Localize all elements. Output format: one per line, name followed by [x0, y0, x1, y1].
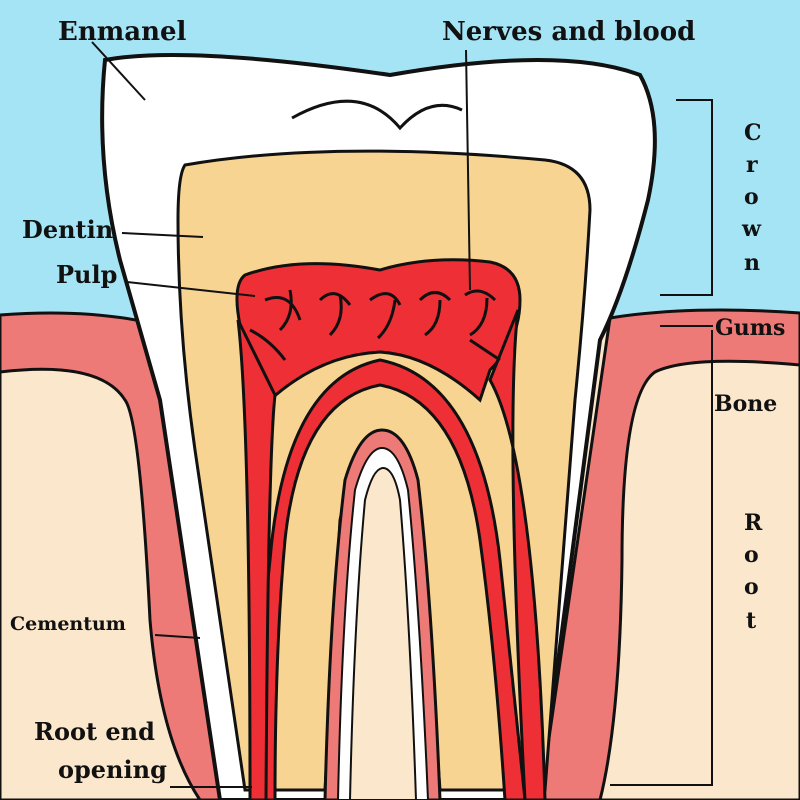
crown-letter: w — [741, 216, 762, 242]
crown-letter: r — [746, 152, 758, 178]
pulp-canal-left — [236, 319, 277, 800]
root-letter: R — [744, 510, 763, 536]
pulp-canal-right — [488, 309, 547, 800]
label-cementum: Cementum — [10, 613, 126, 635]
crown-bracket — [660, 99, 713, 296]
label-bone: Bone — [714, 391, 777, 417]
label-root-end-line1: Root end — [34, 717, 155, 746]
label-root-end-line2: opening — [58, 755, 167, 784]
cementum-leader — [154, 634, 201, 639]
enamel-leader — [91, 41, 146, 101]
root-bracket — [610, 330, 713, 786]
root-letter: o — [744, 574, 759, 600]
gum-left-inner — [0, 367, 202, 800]
root-letter: o — [744, 542, 759, 568]
crown-label: C r o w n — [741, 120, 762, 276]
dentin-leader — [121, 232, 204, 238]
inter-root-bone — [348, 466, 418, 800]
label-nerves-and-blood: Nerves and blood — [442, 17, 695, 47]
pulp-nerves — [249, 289, 501, 362]
label-dentin: Dentin — [22, 215, 113, 244]
crown-letter: o — [744, 184, 759, 210]
gum-right-inner — [598, 359, 800, 800]
root-canal-arch — [253, 358, 527, 800]
root-letter: t — [746, 608, 757, 634]
root-label: R o o t — [744, 510, 763, 634]
crown-letter: n — [744, 250, 760, 276]
label-gums: Gums — [715, 315, 785, 341]
label-enamel: Enmanel — [58, 17, 187, 47]
nerves-leader — [465, 49, 471, 291]
pulp-leader — [126, 281, 256, 297]
label-pulp: Pulp — [56, 260, 117, 289]
enamel-cusp-line — [291, 99, 463, 131]
crown-letter: C — [744, 120, 762, 146]
